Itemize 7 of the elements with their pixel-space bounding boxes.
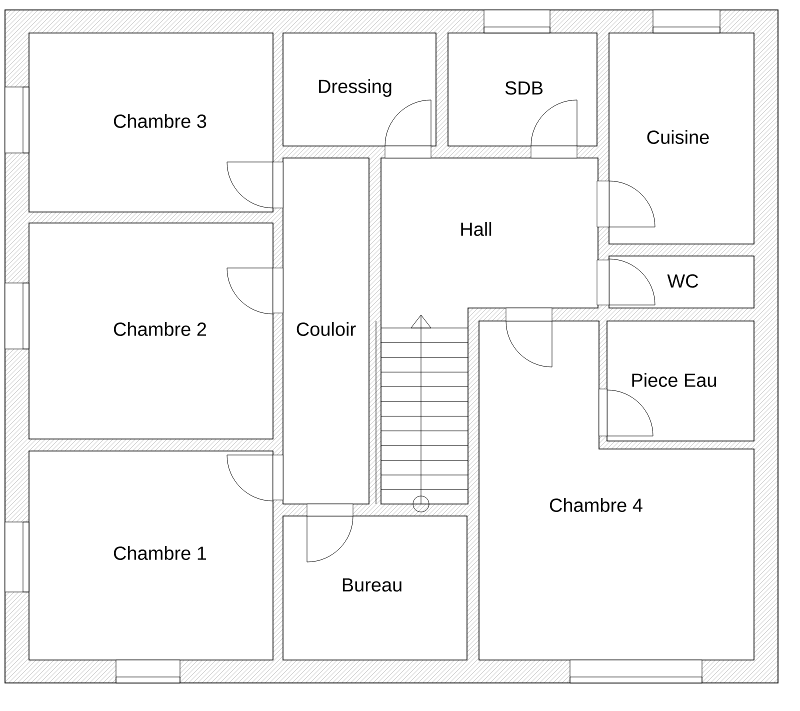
room: Bureau [282, 516, 468, 660]
room: Chambre 1 [28, 450, 274, 660]
room: Piece Eau [606, 320, 754, 442]
room: Cuisine [608, 32, 754, 244]
room: Dressing [282, 32, 436, 146]
room: Chambre 3 [28, 32, 274, 212]
room: Chambre 2 [28, 222, 274, 440]
